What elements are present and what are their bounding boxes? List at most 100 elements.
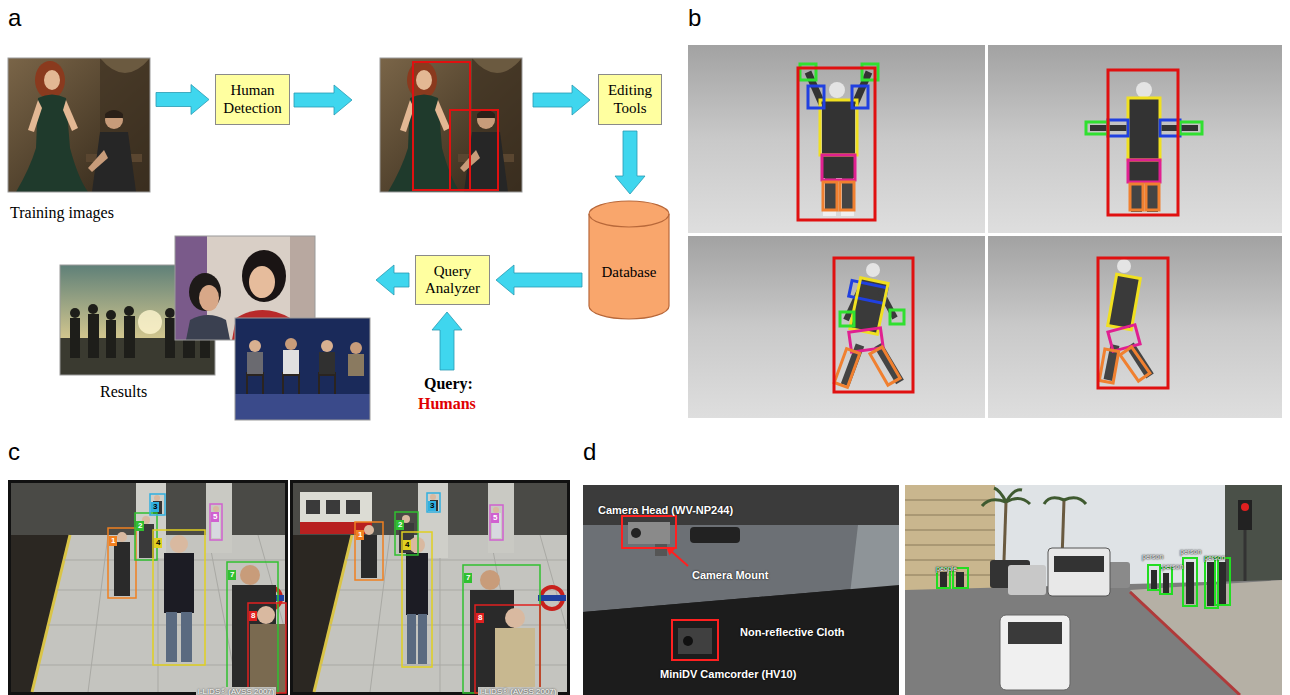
platform-photo (326, 500, 340, 514)
result-photo (249, 340, 261, 352)
pose-figure (1147, 182, 1158, 212)
result-photo (165, 318, 175, 358)
node-label: Editing Tools (602, 82, 658, 117)
tracked-person (505, 608, 525, 628)
track-box (227, 562, 278, 693)
pose-figure (1131, 182, 1142, 212)
photo-panel: Results (60, 235, 370, 420)
street-photo (937, 557, 1230, 608)
pose-figure (1128, 160, 1160, 182)
pose-photo (688, 236, 985, 418)
track-box (355, 522, 383, 580)
tracked-person (114, 494, 535, 693)
street-photo (1238, 500, 1252, 530)
tracked-person (480, 570, 500, 590)
pose-figure (822, 100, 855, 178)
result-photo (282, 376, 284, 394)
tracked-person (170, 535, 188, 553)
track-number: 7 (228, 570, 236, 580)
tracked-person (361, 535, 377, 578)
tracked-person (430, 494, 436, 500)
street-photo (940, 572, 947, 587)
label-anchor: 2 (136, 514, 144, 532)
result-photo (321, 340, 333, 352)
label-anchor: person (1204, 546, 1225, 564)
label-anchor: 7 (228, 563, 236, 581)
track-box (108, 493, 540, 693)
street-photo (1130, 592, 1240, 695)
car-interior-photo (583, 485, 899, 695)
panel-letter: c (8, 438, 20, 466)
result-photo (106, 320, 116, 358)
street-photo (1008, 622, 1062, 644)
result-photo (186, 315, 230, 340)
car-interior-photo (678, 628, 712, 654)
tracked-person (407, 614, 416, 664)
track-box (427, 493, 440, 512)
pose-figure (1120, 347, 1150, 381)
pose-figure (798, 68, 875, 220)
result-photo (246, 376, 248, 394)
label-anchor: 2 (396, 513, 404, 531)
street-photo (905, 500, 995, 575)
tracked-person (406, 553, 428, 615)
result-photo (199, 285, 219, 311)
detected-photo (450, 110, 498, 190)
database-cylinder (589, 201, 669, 319)
street-photo (905, 485, 1282, 695)
result-photo (246, 372, 336, 394)
detected-photo (380, 58, 522, 192)
label-anchor: 4 (403, 533, 411, 551)
panel-letter: b (688, 4, 701, 32)
street-photo (1186, 562, 1194, 604)
result-photo (247, 338, 364, 376)
track-number: 3 (428, 501, 436, 511)
track-number: 2 (396, 520, 404, 530)
pose-figure (1108, 120, 1128, 136)
label-anchor: d (583, 438, 596, 466)
pose-figure (1130, 184, 1143, 210)
track-number: 4 (154, 538, 162, 548)
pose-figure (798, 64, 878, 220)
pose-figure (834, 258, 913, 392)
label-anchor: people (936, 557, 957, 575)
label-anchor: 5 (211, 505, 219, 523)
watermark: i-LIDS® (AVSS 2007) (478, 687, 558, 695)
platform-photo (8, 480, 570, 695)
pose-figure (1098, 258, 1168, 388)
layout-arrow (533, 85, 590, 115)
pose-figure (1098, 258, 1168, 388)
callout-label: Camera Mount (692, 569, 768, 582)
track-box (490, 505, 503, 540)
training-photo (8, 58, 150, 192)
street-photo (1205, 557, 1218, 608)
pose-figure (1128, 98, 1160, 182)
pose-figure (1136, 82, 1152, 98)
tracked-person (364, 525, 374, 535)
pose-figure (798, 64, 878, 220)
tracked-person (257, 606, 275, 624)
street-photo (905, 560, 995, 561)
detection-tag: person (1142, 552, 1163, 561)
track-number: 3 (151, 502, 159, 512)
tracked-person (117, 532, 127, 542)
pose-figure (823, 182, 837, 210)
photo-caption: Results (100, 383, 147, 401)
detection-tag: person (1162, 562, 1183, 571)
platform-photo (300, 492, 372, 534)
track-number: 2 (136, 521, 144, 531)
track-box (108, 528, 136, 598)
detection-tag: person (1204, 553, 1225, 562)
car-interior-photo (631, 528, 641, 538)
car-interior-photo (671, 551, 688, 566)
platform-photo (8, 480, 288, 695)
street-photo (1160, 568, 1172, 594)
tracked-person (166, 612, 177, 662)
result-photo (348, 354, 364, 376)
street-photo (1207, 562, 1215, 606)
pose-photo (688, 45, 1282, 418)
track-number: 8 (476, 613, 484, 623)
car-interior-photo (583, 585, 899, 695)
car-interior-photo (655, 544, 667, 556)
